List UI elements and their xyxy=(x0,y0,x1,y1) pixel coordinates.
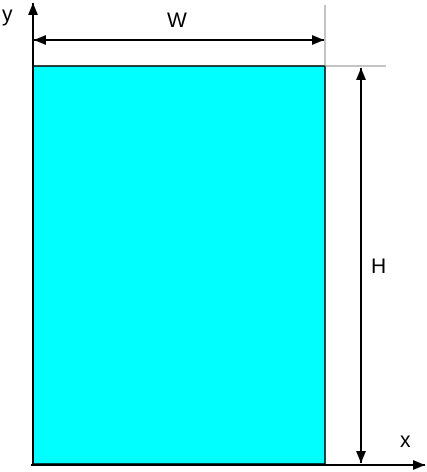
rectangle-shape xyxy=(32,65,326,465)
height-label: H xyxy=(371,255,386,278)
width-label: W xyxy=(167,9,187,32)
y-axis-label: y xyxy=(2,3,13,26)
x-axis-label: x xyxy=(400,429,411,452)
